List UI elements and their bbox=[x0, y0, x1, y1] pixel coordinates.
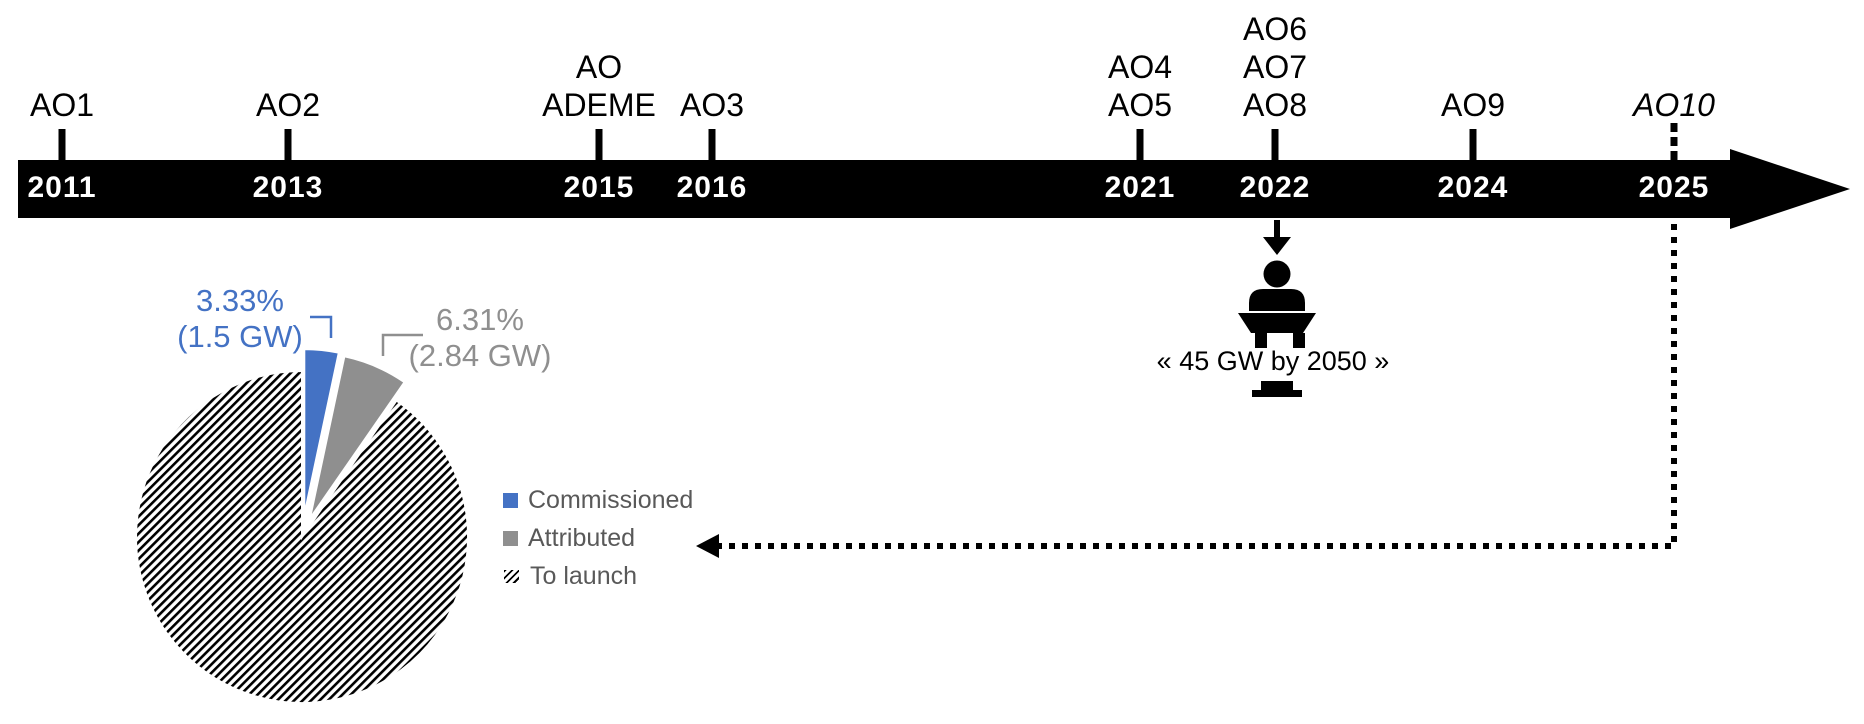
year-2022: 2022 bbox=[1239, 171, 1311, 204]
dotted-connector-arrowhead bbox=[696, 534, 719, 558]
speaker-at-podium-icon bbox=[1238, 260, 1316, 397]
legend-item-commissioned: Commissioned bbox=[503, 486, 694, 514]
pie-slice-commissioned bbox=[303, 348, 340, 516]
legend-label-to-launch: To launch bbox=[530, 562, 638, 590]
year-2021: 2021 bbox=[1104, 171, 1176, 204]
ao-label-2024: AO9 bbox=[1440, 87, 1506, 123]
legend-swatch-attributed bbox=[503, 531, 518, 546]
timeline-arrowhead-icon bbox=[1730, 149, 1850, 229]
year-2025: 2025 bbox=[1638, 171, 1710, 204]
callout-attributed bbox=[381, 333, 423, 356]
down-arrow-head bbox=[1263, 237, 1291, 255]
dotted-connector-arrow-icon bbox=[706, 224, 1677, 549]
pie-slice-to-launch bbox=[135, 369, 470, 704]
legend-label-commissioned: Commissioned bbox=[528, 486, 694, 514]
ao-label-2021: AO4 AO5 bbox=[1107, 49, 1173, 123]
year-2011: 2011 bbox=[27, 171, 97, 204]
ao-label-2013: AO2 bbox=[255, 87, 321, 123]
pie-label-attributed: 6.31% (2.84 GW) bbox=[408, 302, 552, 373]
legend-swatch-commissioned bbox=[503, 493, 518, 508]
ao-label-2015: AO ADEME bbox=[542, 49, 656, 123]
ao-label-2022: AO6 AO7 AO8 bbox=[1242, 11, 1308, 123]
ao-label-2016: AO3 bbox=[679, 87, 745, 123]
year-2013: 2013 bbox=[252, 171, 324, 204]
quote-45gw-by-2050: « 45 GW by 2050 » bbox=[1156, 346, 1390, 376]
year-2015: 2015 bbox=[563, 171, 635, 204]
year-2024: 2024 bbox=[1437, 171, 1509, 204]
callout-commissioned bbox=[310, 315, 333, 338]
legend-item-attributed: Attributed bbox=[503, 524, 693, 552]
pedestal-base bbox=[1252, 390, 1302, 397]
pedestal-top bbox=[1261, 381, 1293, 390]
pie-slice-attributed bbox=[308, 355, 406, 520]
pie-label-commissioned: 3.33% (1.5 GW) bbox=[177, 283, 303, 354]
timeline-band bbox=[18, 160, 1730, 218]
legend-item-to-launch: To launch bbox=[503, 562, 693, 590]
pie-chart bbox=[135, 315, 470, 704]
legend-swatch-to-launch bbox=[503, 569, 520, 584]
ao-label-2011: AO1 bbox=[29, 87, 95, 123]
ao-label-2025: AO10 bbox=[1633, 87, 1715, 123]
pie-legend: Commissioned Attributed To launch bbox=[503, 486, 694, 602]
year-2016: 2016 bbox=[676, 171, 748, 204]
legend-label-attributed: Attributed bbox=[528, 524, 636, 552]
